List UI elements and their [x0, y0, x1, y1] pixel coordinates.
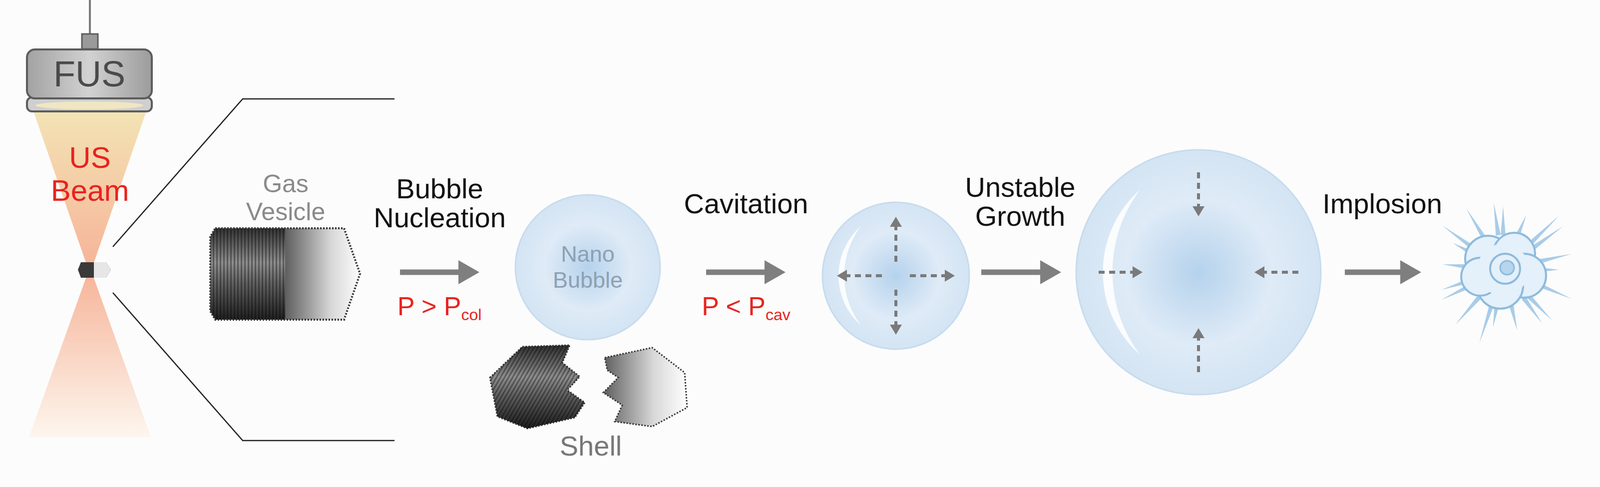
implosion-burst	[1500, 206, 1506, 235]
process-arrow	[764, 260, 786, 285]
bubbles	[822, 149, 1321, 395]
step-label: US Beam	[39, 141, 140, 208]
gas-vesicle-shape	[210, 228, 361, 320]
implosion-burst	[1477, 243, 1530, 296]
broken-shell	[489, 345, 585, 429]
dashed-arrow	[836, 269, 847, 282]
transducer-cable	[81, 0, 98, 49]
dashed-arrow	[889, 324, 902, 335]
gas-vesicle-shape	[209, 226, 286, 322]
dashed-arrow	[1192, 328, 1205, 339]
implosion-burst	[1490, 253, 1521, 284]
dashed-arrow	[909, 269, 955, 282]
ultrasound-beam	[28, 269, 151, 437]
gv-node: Gas Vesicle	[209, 169, 363, 322]
process-arrow	[706, 260, 786, 285]
dashed-arrow	[1254, 266, 1299, 279]
zoom-lines	[112, 98, 395, 441]
step-label-text: US Beam	[50, 140, 130, 208]
bubbles	[1076, 149, 1321, 395]
process-arrow	[1344, 269, 1405, 276]
transducer-housing	[35, 101, 144, 110]
process-arrow	[458, 260, 480, 285]
dashed-arrow	[836, 269, 882, 282]
implosion-burst	[1500, 260, 1515, 275]
process-arrow	[981, 260, 1062, 285]
nano-node: Nano Bubble	[514, 193, 662, 341]
pressure-condition: P > Pcol	[364, 291, 515, 330]
step-label-text: Unstable Growth	[964, 171, 1076, 232]
process-arrow	[981, 269, 1045, 276]
focal-gas-vesicle	[77, 262, 111, 278]
dashed-arrow	[944, 269, 955, 282]
dashed-arrow	[1098, 266, 1143, 279]
transducer-housing	[26, 49, 152, 99]
gv-text: Gas Vesicle	[230, 169, 341, 226]
implosion-burst	[1521, 296, 1543, 324]
process-arrow	[706, 269, 769, 276]
step-label: Implosion	[1307, 188, 1458, 219]
shell-text: Shell	[487, 429, 695, 462]
dashed-arrow	[889, 289, 902, 335]
process-arrow	[400, 260, 480, 285]
dashed-arrow	[1264, 270, 1299, 274]
focal-gas-vesicle	[77, 262, 111, 278]
implosion-burst	[1455, 294, 1483, 325]
dashed-arrow	[889, 216, 902, 262]
fus-text: FUS	[53, 54, 126, 94]
step-label: Unstable Growth	[957, 172, 1083, 231]
dashed-arrow	[889, 216, 902, 227]
dashed-arrow	[894, 289, 898, 325]
bubbles	[822, 202, 970, 350]
step-label-text: Implosion	[1322, 187, 1443, 220]
step-label: Cavitation	[666, 188, 826, 219]
dashed-arrow	[1197, 172, 1200, 207]
ultrasound-beam	[28, 109, 151, 437]
gas-vesicle-shape	[209, 226, 286, 322]
transducer-label-box: FUS	[25, 49, 154, 99]
nano-bubble-circle	[515, 194, 661, 340]
ultrasound-beam	[32, 109, 147, 270]
process-arrow	[400, 269, 463, 276]
nano-bubble-label-box: Nano Bubble	[514, 193, 662, 341]
dashed-arrow	[1098, 270, 1133, 274]
step-label: Bubble Nucleation	[367, 174, 513, 233]
gas-vesicle-shape	[285, 226, 363, 322]
step-label-text: Cavitation	[683, 187, 808, 220]
zoom-lines	[112, 98, 395, 247]
transducer-cable	[88, 0, 91, 36]
dashed-arrow	[894, 226, 898, 262]
dashed-arrow	[1254, 266, 1265, 279]
dashed-arrow	[846, 274, 882, 278]
gas-vesicle-shape	[209, 226, 363, 322]
shell-node: Shell	[487, 342, 695, 463]
dashed-arrow	[909, 274, 945, 278]
step-label-text: Bubble Nucleation	[373, 172, 506, 234]
dashed-arrow	[1192, 206, 1205, 217]
dashed-arrow	[1192, 172, 1205, 217]
fus-node: FUS	[25, 47, 154, 113]
pressure-symbol: P < P	[701, 291, 766, 321]
broken-shell	[487, 342, 695, 430]
gas-vesicle-shape	[209, 226, 363, 322]
transducer-housing	[26, 97, 152, 112]
broken-shell	[603, 347, 688, 427]
process-arrow	[1040, 260, 1062, 285]
dashed-arrow	[1192, 328, 1205, 373]
subscript: cav	[765, 305, 791, 324]
implosion-burst	[1493, 202, 1501, 236]
dashed-arrow	[1197, 338, 1200, 373]
pressure-condition: P < Pcav	[671, 291, 821, 330]
focal-gas-vesicle	[93, 262, 111, 278]
pressure-symbol: P > P	[397, 291, 462, 321]
transducer-cable	[81, 33, 98, 49]
broken-shell	[489, 345, 585, 429]
implosion-burst	[1441, 202, 1572, 343]
process-arrow	[1344, 260, 1422, 285]
nano-text: Nano Bubble	[545, 241, 631, 294]
subscript: col	[460, 305, 482, 324]
dashed-arrow	[1132, 266, 1143, 279]
process-arrow	[1400, 260, 1422, 285]
